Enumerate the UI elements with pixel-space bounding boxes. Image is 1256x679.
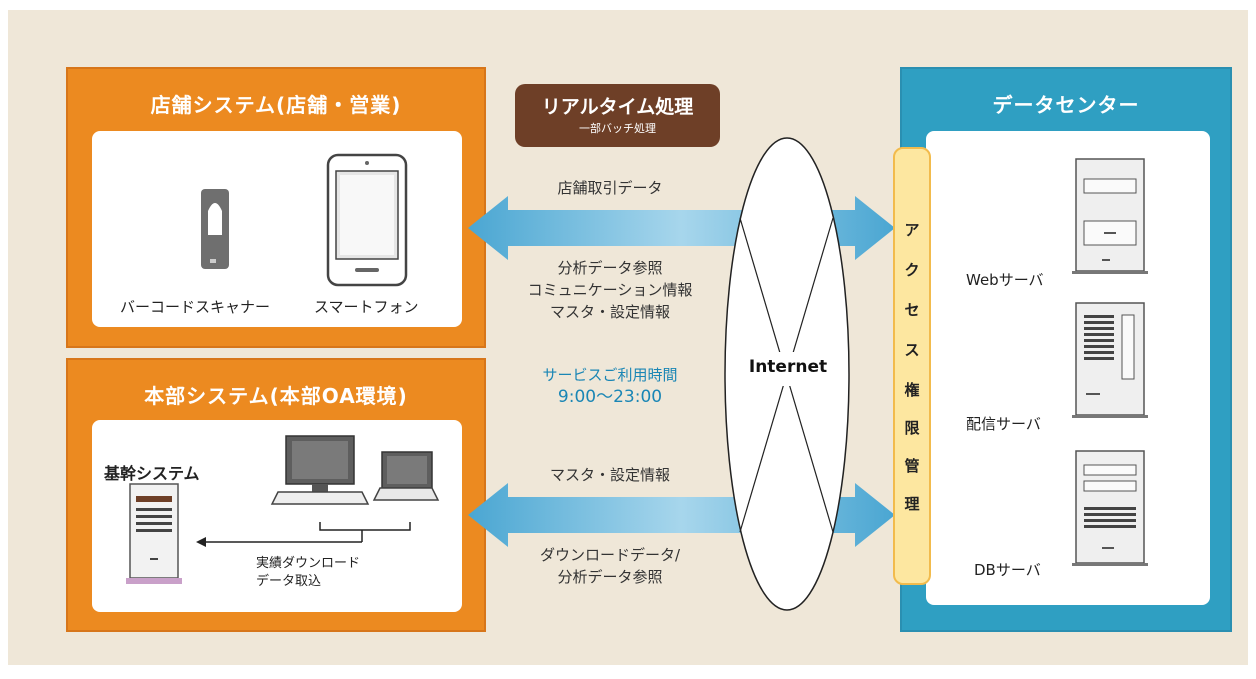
server-label-delivery: 配信サーバ bbox=[966, 415, 1041, 433]
core-server-icon bbox=[126, 483, 182, 584]
realtime-processing-badge: リアルタイム処理 一部バッチ処理 bbox=[515, 84, 720, 147]
access-char: 限 bbox=[904, 419, 920, 437]
data-center-title: データセンター bbox=[992, 93, 1140, 117]
hq-systems-box: 基幹システム bbox=[92, 420, 462, 612]
servers-illustration bbox=[1072, 158, 1148, 566]
web-server-icon bbox=[1072, 158, 1148, 274]
db-server-icon bbox=[1072, 450, 1148, 566]
core-system-label: 基幹システム bbox=[104, 464, 200, 483]
flow-top-upper-label: 店舗取引データ bbox=[557, 179, 663, 197]
realtime-subtitle: 一部バッチ処理 bbox=[579, 122, 656, 135]
flow-bottom-lower-line2: 分析データ参照 bbox=[557, 568, 663, 586]
access-char: 管 bbox=[904, 457, 920, 475]
service-hours-value: 9:00〜23:00 bbox=[557, 387, 663, 407]
access-char: ア bbox=[904, 221, 920, 239]
hq-system-title: 本部システム(本部OA環境) bbox=[144, 384, 408, 408]
desktop-pc-icon bbox=[270, 435, 370, 505]
access-char: 理 bbox=[904, 495, 920, 513]
internet-label: Internet bbox=[748, 357, 828, 377]
access-char: ク bbox=[904, 261, 920, 279]
service-hours-title: サービスご利用時間 bbox=[542, 366, 678, 384]
store-system-title: 店舗システム(店舗・営業) bbox=[150, 93, 402, 117]
device-label-smartphone: スマートフォン bbox=[314, 298, 419, 316]
hq-system-panel: 本部システム(本部OA環境) 基幹システム bbox=[66, 358, 486, 632]
data-center-panel: データセンター bbox=[900, 67, 1232, 632]
flow-top-lower-line2: コミュニケーション情報 bbox=[527, 281, 693, 299]
access-char: ス bbox=[904, 341, 920, 359]
access-char: セ bbox=[904, 301, 920, 319]
realtime-title: リアルタイム処理 bbox=[541, 96, 694, 118]
flow-top-lower-line3: マスタ・設定情報 bbox=[549, 303, 670, 321]
device-label-barcode-scanner: バーコードスキャナー bbox=[120, 298, 271, 316]
flow-top-lower-line1: 分析データ参照 bbox=[557, 259, 663, 277]
flow-bottom-upper-label: マスタ・設定情報 bbox=[549, 466, 670, 484]
server-label-db: DBサーバ bbox=[974, 561, 1041, 579]
download-label-line1: 実績ダウンロード bbox=[256, 556, 361, 571]
access-char: 権 bbox=[904, 381, 920, 399]
laptop-icon bbox=[372, 451, 440, 501]
flow-bottom-lower-line1: ダウンロードデータ/ bbox=[539, 546, 681, 564]
smartphone-icon bbox=[326, 153, 408, 287]
servers-box: Webサーバ 配信サーバ DBサーバ bbox=[926, 131, 1210, 605]
server-label-web: Webサーバ bbox=[966, 271, 1044, 289]
download-label-line2: データ取込 bbox=[256, 574, 322, 589]
store-system-panel: 店舗システム(店舗・営業) バーコードスキャナー スマートフォン bbox=[66, 67, 486, 348]
delivery-server-icon bbox=[1072, 302, 1148, 418]
access-control-bar: ア ク セ ス 権 限 管 理 bbox=[893, 147, 931, 585]
store-devices-box: バーコードスキャナー スマートフォン bbox=[92, 131, 462, 327]
